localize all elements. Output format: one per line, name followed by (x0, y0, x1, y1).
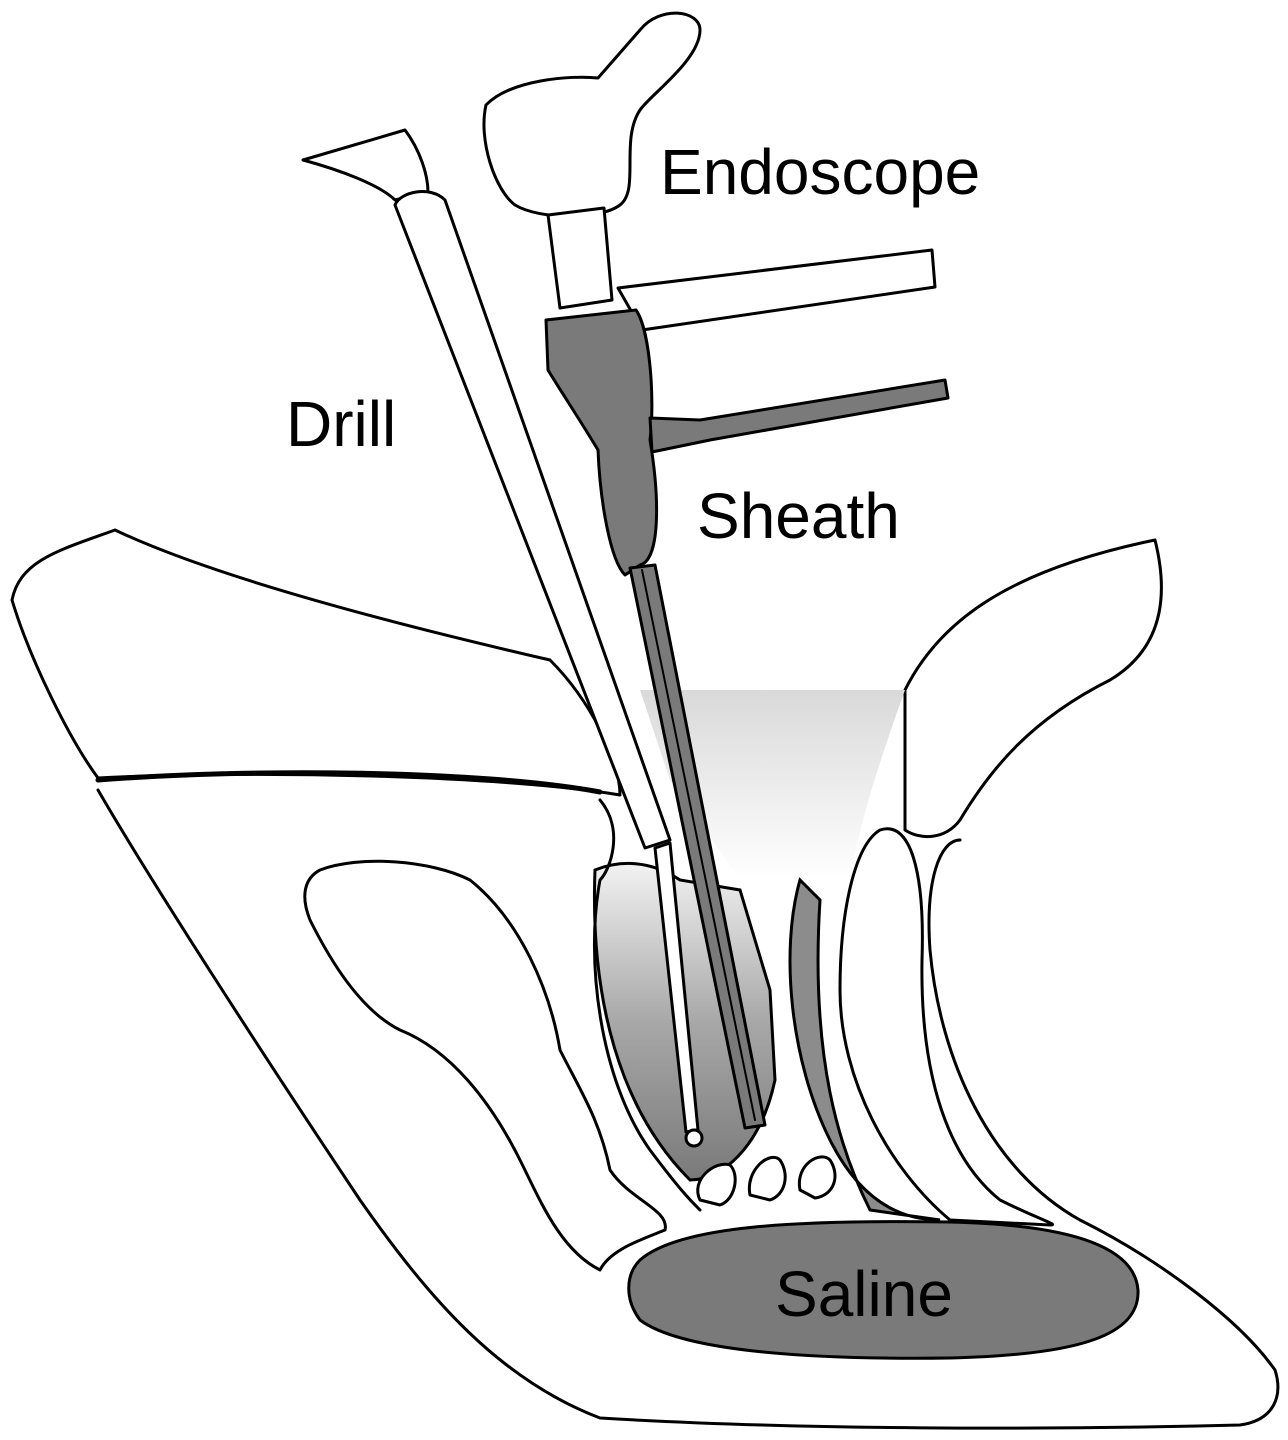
sheath-label: Sheath (697, 484, 900, 548)
drill-bit (686, 1130, 702, 1146)
anatomy-right-finger (840, 829, 1053, 1225)
bubble-2 (749, 1157, 785, 1200)
drill-handle-tip (303, 130, 428, 200)
endoscope-light-port (618, 250, 935, 330)
saline-label: Saline (775, 1262, 953, 1326)
anatomy-upper-left-wedge (12, 530, 620, 795)
sheath-irrigation-port (650, 380, 948, 452)
bubble-3 (799, 1157, 835, 1198)
endoscope-neck (548, 208, 612, 308)
anatomy-upper-right-flap (905, 540, 1161, 837)
endoscope-label: Endoscope (660, 140, 980, 204)
drill-label: Drill (286, 392, 396, 456)
